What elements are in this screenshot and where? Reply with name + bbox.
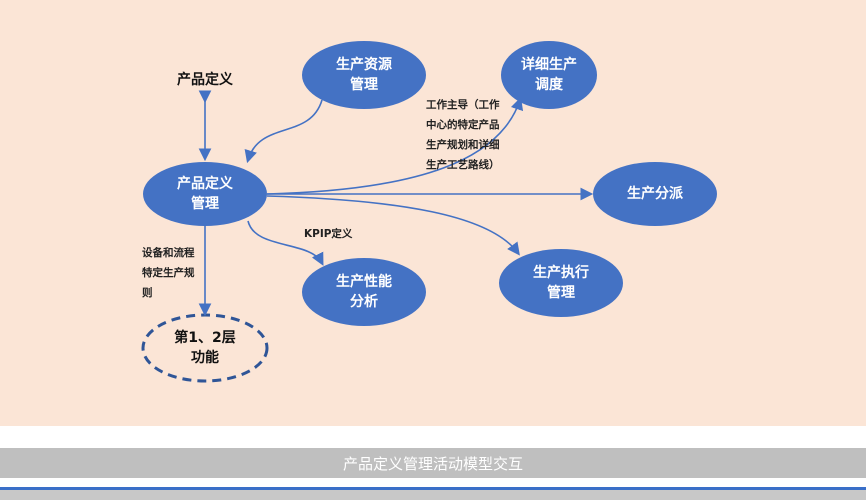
arrow-to-execution — [266, 195, 520, 256]
node-pdm: 产品定义 管理 — [177, 176, 233, 212]
node-shape-performance — [302, 258, 426, 326]
arrow-to-scheduling — [266, 96, 524, 195]
node-shape-pdm — [143, 162, 267, 226]
label-kpip: KPIP定义 — [304, 228, 353, 240]
footer-title-bar: 产品定义管理活动模型交互 — [0, 448, 866, 478]
diagram-connectors — [141, 41, 717, 383]
label-work-leader: 工作主导（工作 中心的特定产品 生产规划和详细 生产工艺路线） — [426, 99, 500, 171]
node-resource: 生产资源 管理 — [336, 57, 392, 93]
node-scheduling: 详细生产 调度 — [521, 57, 577, 93]
footer-divider — [0, 487, 866, 490]
node-shape-dispatch — [593, 162, 717, 226]
diagram-canvas: 产品定义 产品定义 管理 生产资源 管理 详细生产 调度 生产分派 生产执行 管… — [0, 0, 866, 426]
node-shape-execution — [499, 249, 623, 317]
node-execution: 生产执行 管理 — [533, 265, 589, 301]
node-shape-resource — [302, 41, 426, 109]
footer-bottom-strip — [0, 490, 866, 500]
footer-title: 产品定义管理活动模型交互 — [342, 454, 523, 473]
arrow-resource-to-pdm — [244, 99, 323, 164]
label-equipment: 设备和流程 特定生产规 则 — [142, 247, 195, 299]
node-performance: 生产性能 分析 — [336, 274, 392, 310]
node-product-definition: 产品定义 — [177, 72, 233, 88]
node-level12: 第1、2层 功能 — [174, 330, 236, 366]
node-dispatch: 生产分派 — [627, 186, 683, 202]
arrow-to-performance — [247, 220, 324, 266]
node-shape-scheduling — [501, 41, 597, 109]
